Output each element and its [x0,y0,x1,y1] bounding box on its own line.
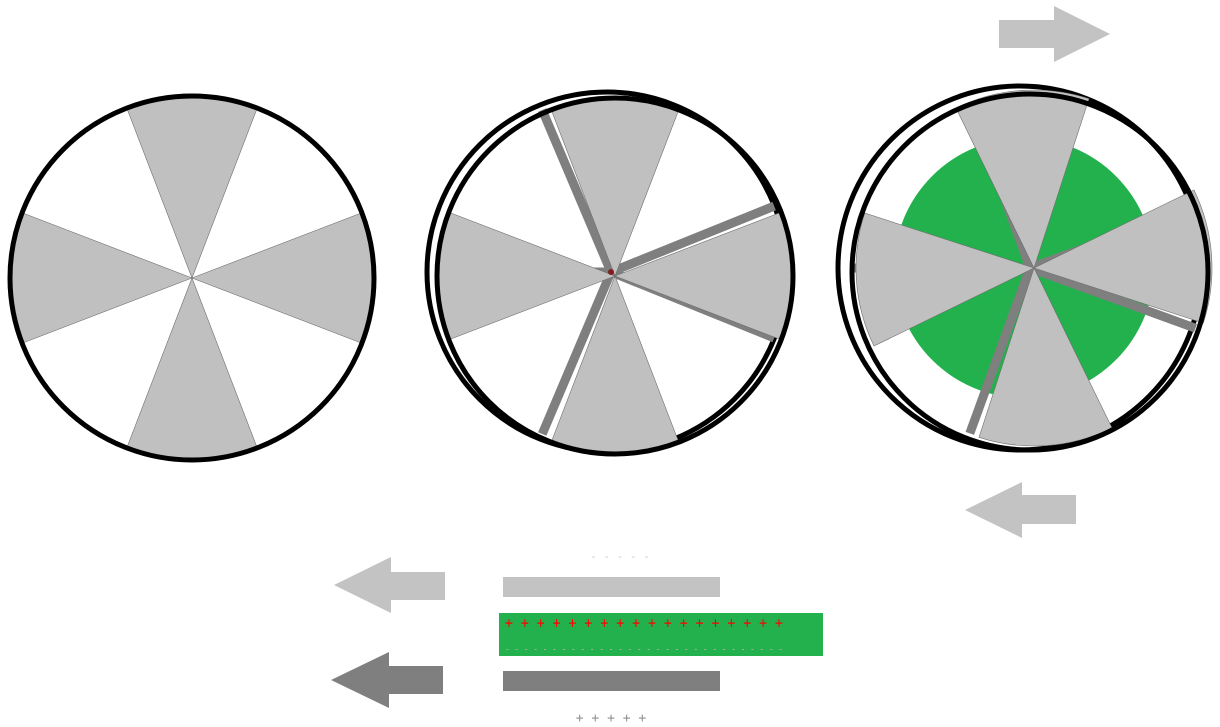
disk-stage-2 [427,92,793,454]
arrow-right-top [999,6,1110,62]
light-bar [503,577,720,597]
arrow-left-upper-legend [334,557,445,613]
top-signs: - - - - - [590,550,650,563]
disk-stage-3 [838,86,1212,450]
arrow-left-lower-legend [331,652,443,708]
arrow-left-mid [965,482,1076,538]
disk-2-hub [608,269,614,275]
blade-wedge [127,96,257,278]
blade-wedge [10,213,192,343]
blade-wedge [192,213,374,343]
plus-row: + + + + + + + + + + + + + + + + + + [505,614,783,632]
bottom-signs: + + + + + [576,711,647,726]
blade-wedge [127,278,257,460]
disk-stage-1 [10,96,374,460]
minus-row: - - - - - - - - - - - - - - - - - - - - … [505,642,783,656]
dark-bar [503,671,720,691]
